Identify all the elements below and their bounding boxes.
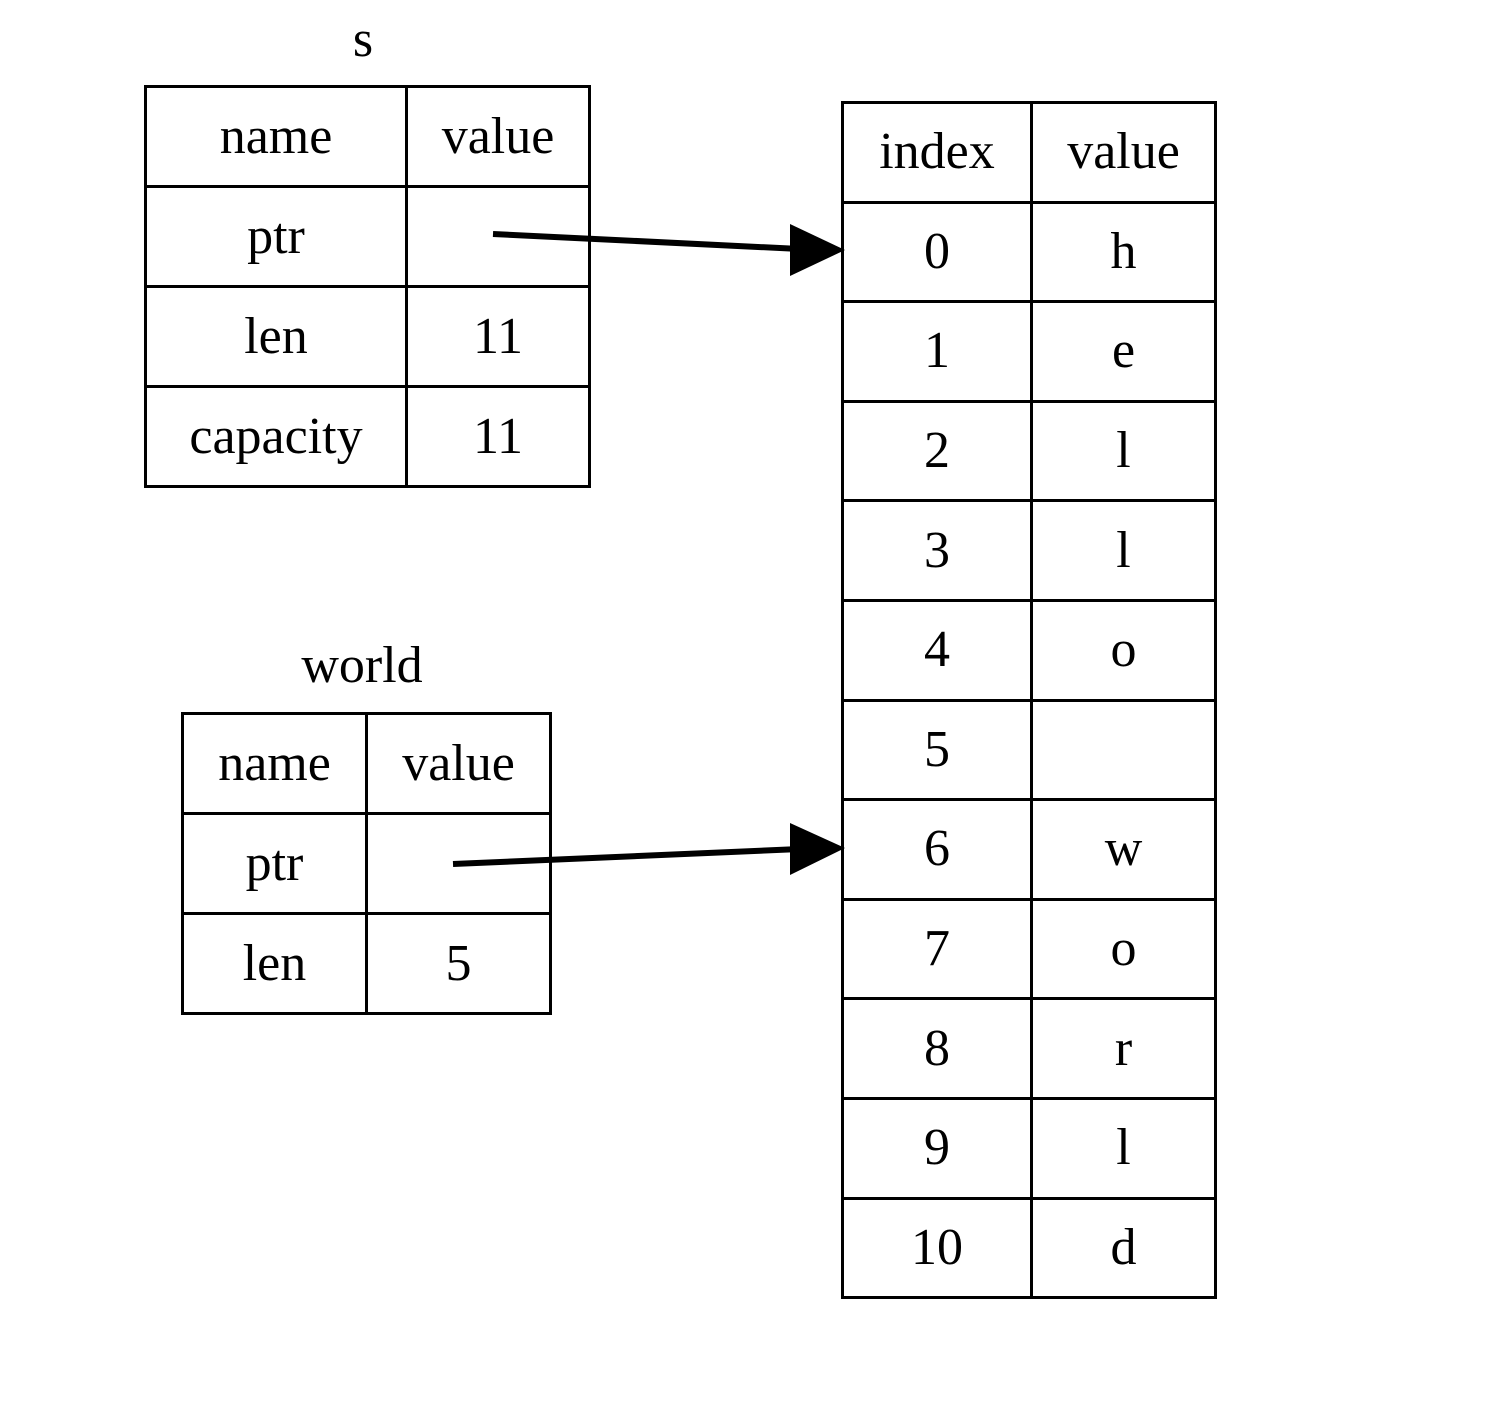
table-row: 6 w: [841, 798, 1217, 901]
buffer-row-9-value: l: [1030, 1096, 1217, 1200]
struct-s-header-name: name: [144, 85, 408, 188]
buffer-row-5-index: 5: [841, 698, 1033, 802]
buffer-row-6-index: 6: [841, 798, 1033, 901]
buffer-header-value: value: [1030, 101, 1217, 204]
table-row: ptr: [181, 812, 552, 915]
buffer-row-1-value: e: [1030, 300, 1217, 403]
struct-s-row-ptr-name: ptr: [144, 185, 408, 288]
table-row: ptr: [144, 185, 591, 288]
struct-world-row-ptr-name: ptr: [181, 812, 368, 915]
table-row: name value: [144, 85, 591, 188]
struct-world-table: name value ptr len 5: [181, 712, 552, 1015]
table-row: 2 l: [841, 399, 1217, 503]
struct-world-header-name: name: [181, 712, 368, 815]
struct-s-row-len-value: 11: [405, 285, 591, 388]
buffer-row-0-value: h: [1030, 200, 1217, 304]
table-row: 0 h: [841, 200, 1217, 304]
buffer-row-3-index: 3: [841, 499, 1033, 602]
buffer-row-7-index: 7: [841, 897, 1033, 1001]
table-row: 9 l: [841, 1096, 1217, 1200]
struct-s-table: name value ptr len 11 capacity 11: [144, 85, 591, 488]
struct-world-row-len-name: len: [181, 912, 368, 1015]
struct-world-header-value: value: [365, 712, 552, 815]
buffer-row-8-index: 8: [841, 997, 1033, 1100]
table-row: 5: [841, 698, 1217, 802]
buffer-row-2-index: 2: [841, 399, 1033, 503]
table-row: index value: [841, 101, 1217, 204]
struct-s-row-capacity-name: capacity: [144, 385, 408, 488]
table-row: 8 r: [841, 997, 1217, 1100]
buffer-row-6-value: w: [1030, 798, 1217, 901]
buffer-row-1-index: 1: [841, 300, 1033, 403]
buffer-row-8-value: r: [1030, 997, 1217, 1100]
struct-s-caption: s: [352, 11, 374, 68]
buffer-row-4-index: 4: [841, 598, 1033, 702]
struct-s-row-ptr-value: [405, 185, 591, 288]
buffer-row-2-value: l: [1030, 399, 1217, 503]
buffer-row-4-value: o: [1030, 598, 1217, 702]
buffer-row-9-index: 9: [841, 1096, 1033, 1200]
buffer-header-index: index: [841, 101, 1033, 204]
table-row: len 11: [144, 285, 591, 388]
buffer-row-0-index: 0: [841, 200, 1033, 304]
table-row: 7 o: [841, 897, 1217, 1001]
buffer-row-5-value: [1030, 698, 1217, 802]
table-row: 10 d: [841, 1196, 1217, 1300]
table-row: 3 l: [841, 499, 1217, 602]
table-row: 1 e: [841, 300, 1217, 403]
buffer-table: index value 0 h 1 e 2 l 3 l 4 o 5 6 w: [841, 101, 1217, 1300]
buffer-row-10-value: d: [1030, 1196, 1217, 1300]
buffer-row-3-value: l: [1030, 499, 1217, 602]
struct-s-row-capacity-value: 11: [405, 385, 591, 488]
struct-world-row-ptr-value: [365, 812, 552, 915]
buffer-row-7-value: o: [1030, 897, 1217, 1001]
buffer-row-10-index: 10: [841, 1196, 1033, 1300]
table-row: capacity 11: [144, 385, 591, 488]
struct-world-caption: world: [301, 637, 423, 694]
struct-world-row-len-value: 5: [365, 912, 552, 1015]
table-row: len 5: [181, 912, 552, 1015]
table-row: name value: [181, 712, 552, 815]
struct-s-row-len-name: len: [144, 285, 408, 388]
table-row: 4 o: [841, 598, 1217, 702]
struct-s-header-value: value: [405, 85, 591, 188]
